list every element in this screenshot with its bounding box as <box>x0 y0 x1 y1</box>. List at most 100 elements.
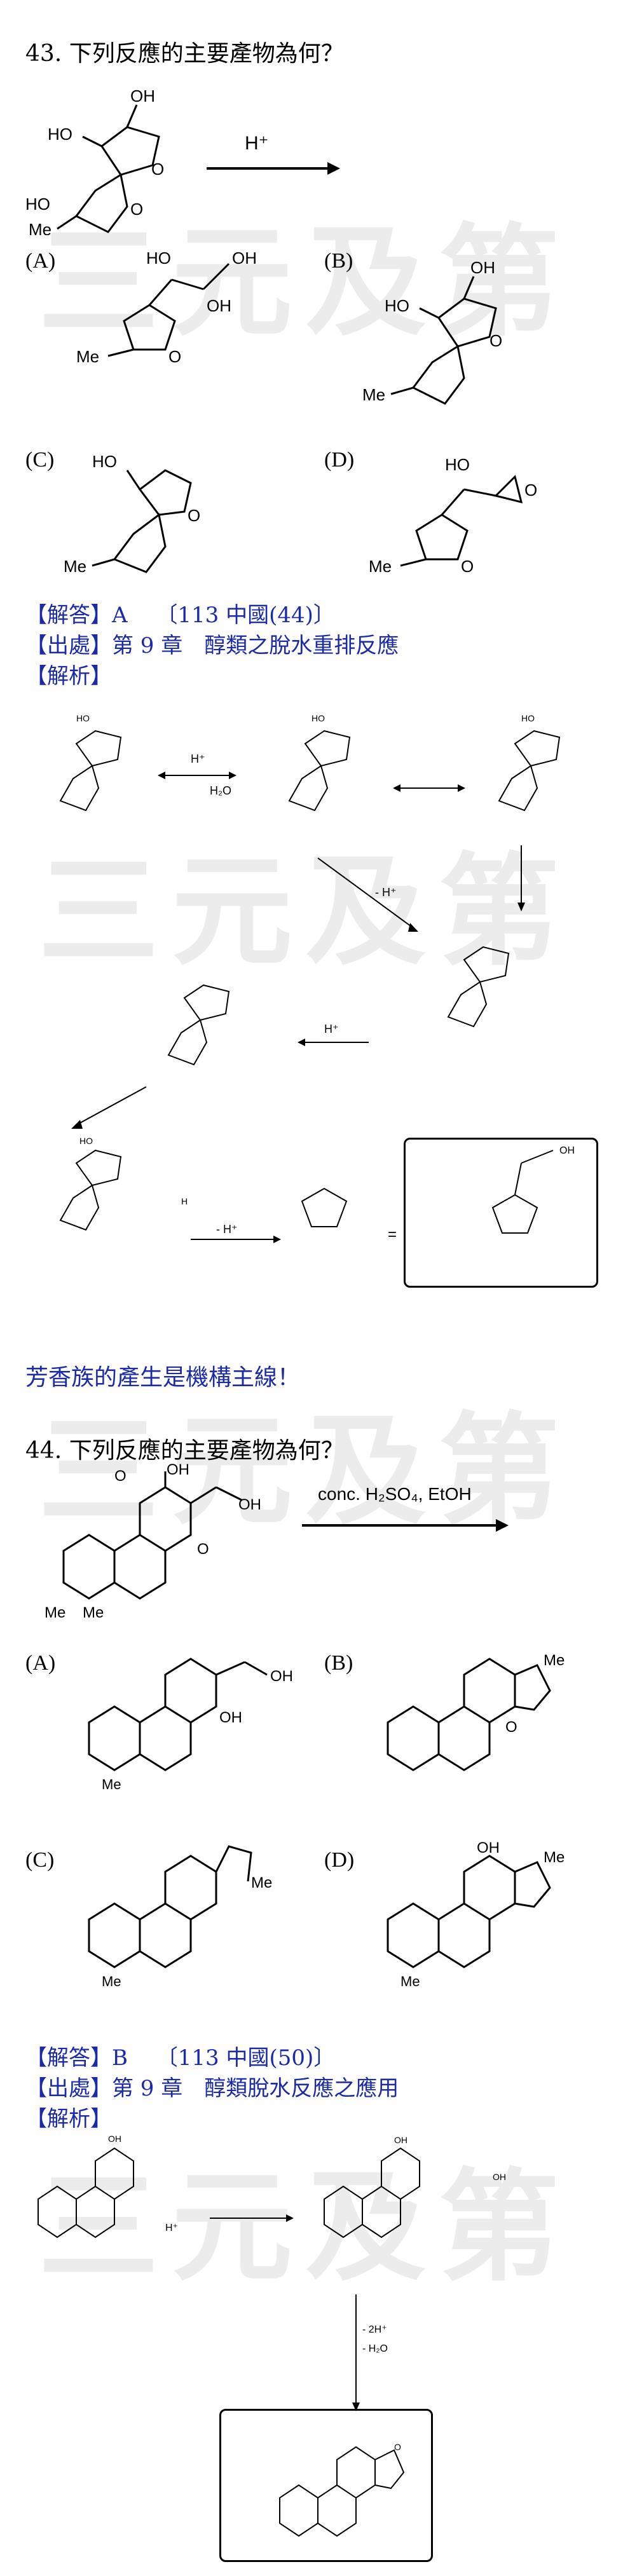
ho-label: HO <box>521 713 535 723</box>
me-label: Me <box>102 1973 121 1989</box>
q43-mechanism-diagram: H⁺ H₂O - H⁺ H⁺ - H⁺ = HO HO HO HO OH H <box>59 713 575 1243</box>
o-label: O <box>130 200 143 219</box>
ho-label: HO <box>48 125 72 144</box>
option-d-label: (D) <box>324 1848 355 1872</box>
q43-reactant-structure: OH HO HO Me O O <box>25 86 164 235</box>
me-label: Me <box>544 1849 565 1866</box>
o-label: O <box>524 480 537 500</box>
oh-label: OH <box>108 2134 121 2144</box>
option-d-structure: HO O Me O <box>369 455 537 576</box>
watermark: 三元及第 <box>38 212 573 353</box>
answer-line: 【解答】A 〔113 中國(44)〕 <box>25 603 335 628</box>
step-label: - H⁺ <box>216 1223 238 1236</box>
me-label: Me <box>251 1874 272 1891</box>
q44-product-box <box>219 2409 433 2562</box>
option-d-label: (D) <box>324 448 355 472</box>
analysis-heading: 【解析】 <box>25 664 112 689</box>
watermark: 三元及第 <box>38 2157 573 2298</box>
step-label: H₂O <box>210 784 231 797</box>
ho-label: HO <box>76 713 90 723</box>
reaction-arrow <box>302 1519 509 1532</box>
me-label: Me <box>44 1604 65 1621</box>
me-label: Me <box>544 1652 565 1669</box>
question-text: 下列反應的主要產物為何？ <box>69 41 344 67</box>
option-b-label: (B) <box>324 1651 353 1675</box>
option-b-structure: Me O <box>387 1652 565 1771</box>
ho-label: HO <box>146 249 171 268</box>
me-label: Me <box>369 557 392 576</box>
answer-line: 【解答】B 〔113 中國(50)〕 <box>25 2045 336 2071</box>
o-label: O <box>394 2442 401 2452</box>
oh-label: OH <box>477 1839 500 1857</box>
h-label: H <box>181 1196 188 1206</box>
source-line: 【出處】第 9 章 醇類之脫水重排反應 <box>25 633 399 658</box>
option-c-label: (C) <box>25 448 55 472</box>
option-b-label: (B) <box>324 249 353 273</box>
question-number: 44. <box>25 1438 62 1464</box>
ho-label: HO <box>312 713 325 723</box>
reagent-label: conc. H₂SO₄, EtOH <box>318 1484 472 1504</box>
source-line: 【出處】第 9 章 醇類脫水反應之應用 <box>25 2076 399 2101</box>
me-label: Me <box>400 1973 420 1989</box>
oh-label: OH <box>232 249 257 268</box>
question-text: 下列反應的主要產物為何？ <box>69 1438 344 1464</box>
o-label: O <box>151 160 164 179</box>
step-label: H⁺ <box>165 2223 178 2233</box>
q43-product-box <box>404 1138 598 1288</box>
q44-mechanism-diagram: H⁺ - 2H⁺ - H₂O OH OH OH O <box>38 2134 506 2537</box>
option-c-structure: Me Me <box>88 1845 272 1989</box>
oh-label: OH <box>493 2172 506 2182</box>
option-b-structure: OH HO Me O <box>362 258 502 405</box>
question-number: 43. <box>25 41 62 67</box>
me-label: Me <box>83 1604 104 1621</box>
oh-label: OH <box>270 1668 293 1685</box>
option-c-structure: HO Me O <box>64 452 200 576</box>
o-label: O <box>168 347 181 366</box>
o-label: O <box>188 506 200 525</box>
option-a-label: (A) <box>25 1651 56 1675</box>
q44-reactant-structure: OH OH Me Me O O <box>44 1462 261 1621</box>
ho-label: HO <box>79 1136 93 1146</box>
step-label: - 2H⁺ <box>362 2324 387 2335</box>
me-label: Me <box>29 220 51 235</box>
me-label: Me <box>76 347 99 366</box>
watermark: 三元及第 <box>38 1401 573 1541</box>
question-43: 43. 下列反應的主要產物為何？ <box>25 35 344 68</box>
ho-label: HO <box>445 455 470 474</box>
oh-label: OH <box>238 1496 261 1513</box>
oh-label: OH <box>470 258 495 277</box>
o-label: O <box>114 1468 127 1485</box>
option-a-structure: OH OH Me <box>88 1658 293 1792</box>
option-d-structure: OH Me Me <box>387 1839 565 1989</box>
option-a-label: (A) <box>25 249 56 273</box>
reagent-label: H⁺ <box>245 133 269 154</box>
me-label: Me <box>102 1776 121 1792</box>
oh-label: OH <box>559 1145 575 1156</box>
option-c-label: (C) <box>25 1848 55 1872</box>
analysis-heading: 【解析】 <box>25 2106 112 2132</box>
watermark: 三元及第 <box>38 842 573 982</box>
oh-label: OH <box>130 86 155 106</box>
me-label: Me <box>64 557 86 576</box>
ho-label: HO <box>25 194 50 214</box>
o-label: O <box>489 331 502 350</box>
o-label: O <box>461 557 474 576</box>
question-44: 44. 下列反應的主要產物為何？ <box>25 1432 344 1465</box>
o-label: O <box>505 1719 517 1736</box>
step-label: - H₂O <box>362 2343 388 2354</box>
ho-label: HO <box>385 296 409 315</box>
oh-label: OH <box>167 1462 189 1478</box>
me-label: Me <box>362 385 385 404</box>
ho-label: HO <box>92 452 117 471</box>
step-label: - H⁺ <box>375 886 397 899</box>
reaction-arrow <box>207 162 340 175</box>
oh-label: OH <box>394 2135 407 2145</box>
option-a-structure: HO OH OH Me O <box>76 249 257 366</box>
svg-text:=: = <box>388 1226 397 1243</box>
q43-note: 芳香族的產生是機構主線！ <box>25 1365 301 1391</box>
oh-label: OH <box>219 1709 242 1726</box>
o-label: O <box>197 1541 209 1558</box>
oh-label: OH <box>207 296 231 315</box>
step-label: H⁺ <box>324 1023 339 1035</box>
step-label: H⁺ <box>191 753 205 765</box>
